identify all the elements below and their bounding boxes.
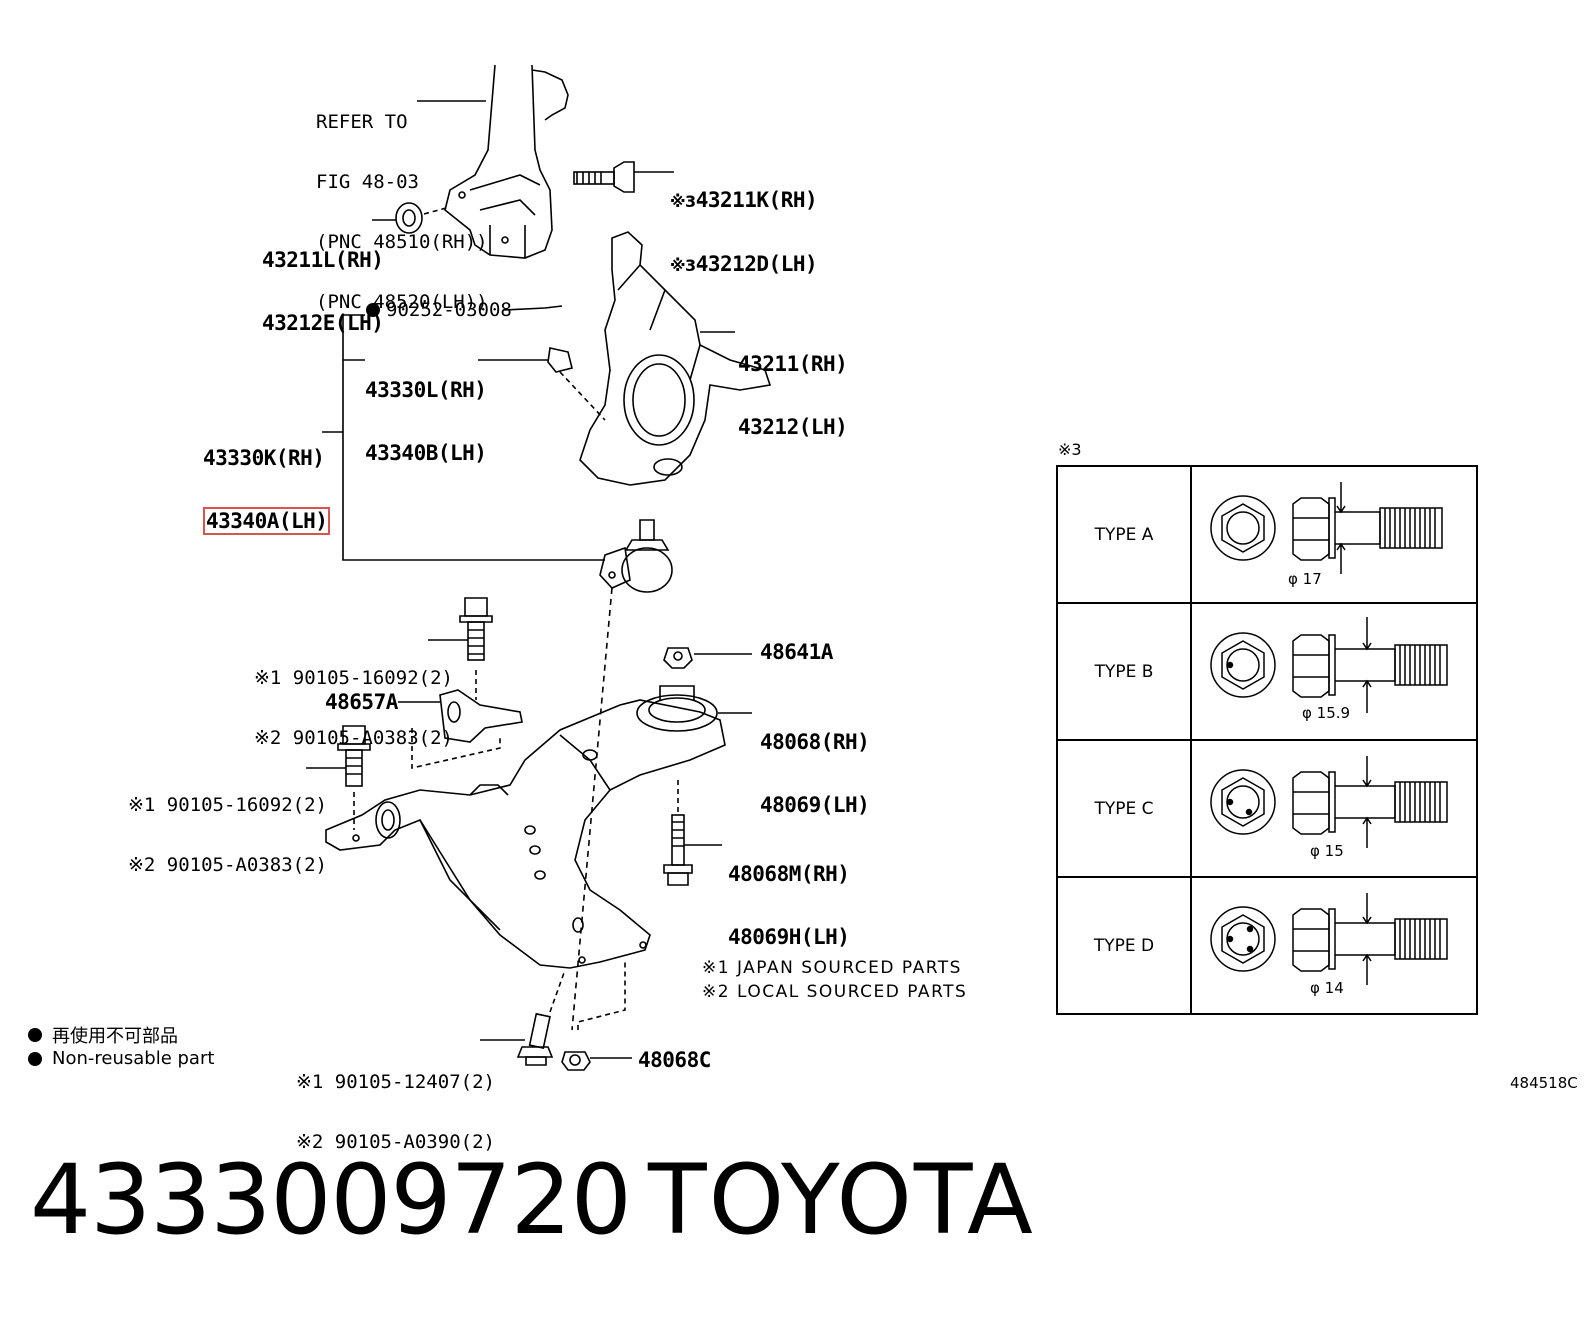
callout-cam-bolt[interactable]: ※343211K(RH) ※343212D(LH) bbox=[670, 188, 818, 276]
refer-note: REFER TO FIG 48-03 (PNC 48510(RH)) (PNC … bbox=[316, 72, 488, 332]
callout-cover[interactable]: 43330L(RH) 43340B(LH) bbox=[365, 338, 487, 485]
flange-bolt-drawing-1 bbox=[428, 597, 493, 700]
nonreusable-dot-icon bbox=[28, 1051, 42, 1066]
cam-bolt-drawing bbox=[573, 161, 674, 193]
part-90105-a0390[interactable]: ※2 90105-A0390(2) bbox=[296, 1131, 495, 1153]
refer-line-2: FIG 48-03 bbox=[316, 171, 419, 193]
part-48068[interactable]: 48068(RH) bbox=[760, 730, 870, 754]
callout-long-bolt[interactable]: 48068M(RH) 48069H(LH) bbox=[728, 822, 850, 969]
bushing-drawing bbox=[372, 202, 451, 234]
part-43330l[interactable]: 43330L(RH) bbox=[365, 378, 487, 402]
part-90252-03008[interactable]: 90252-03008 bbox=[386, 299, 512, 321]
part-48068c[interactable]: 48068C bbox=[638, 1048, 711, 1072]
nonreusable-dot-icon bbox=[366, 303, 380, 317]
refer-line-1: REFER TO bbox=[316, 111, 408, 133]
part-43212[interactable]: 43212(LH) bbox=[738, 415, 848, 439]
type-row: TYPE C φ 15 bbox=[1056, 739, 1478, 878]
part-43340b[interactable]: 43340B(LH) bbox=[365, 441, 487, 465]
bolt-type-a-icon bbox=[1210, 482, 1443, 574]
part-43211l[interactable]: 43211L(RH) bbox=[262, 248, 384, 272]
type-row: TYPE D φ 14 bbox=[1056, 876, 1478, 1015]
callout-bushing[interactable]: 43211L(RH) 43212E(LH) bbox=[262, 208, 384, 355]
bolt-type-d-icon bbox=[1210, 893, 1448, 985]
leader-90252 bbox=[502, 305, 563, 311]
type-b-diameter: φ 15.9 bbox=[1302, 704, 1351, 722]
type-d-diameter: φ 14 bbox=[1310, 979, 1344, 997]
rear-bushing-drawing bbox=[636, 685, 752, 732]
type-row: TYPE A φ 17 bbox=[1056, 465, 1478, 604]
legend-jp-text: 再使用不可部品 bbox=[52, 1026, 178, 1047]
type-a-label: TYPE A bbox=[1056, 465, 1192, 604]
ball-joint-drawing bbox=[599, 519, 673, 593]
type-c-label: TYPE C bbox=[1056, 739, 1192, 878]
bolt-types-table: TYPE A φ 17 TYPE B bbox=[1056, 465, 1478, 1015]
part-number-title: 4333009720 bbox=[30, 1144, 632, 1256]
note-japan-sourced: ※1 JAPAN SOURCED PARTS bbox=[702, 958, 962, 978]
strut-bracket bbox=[444, 64, 569, 259]
lower-control-arm-drawing bbox=[325, 699, 726, 969]
legend-en-text: Non-reusable part bbox=[52, 1048, 215, 1069]
refer-line-4: (PNC 48520(LH)) bbox=[316, 291, 488, 313]
legend-en: Non-reusable part bbox=[28, 1048, 214, 1069]
nut-48641a-drawing bbox=[663, 647, 752, 669]
part-48068m[interactable]: 48068M(RH) bbox=[728, 862, 850, 886]
part-43211k[interactable]: 43211K(RH) bbox=[695, 188, 818, 212]
type-d-label: TYPE D bbox=[1056, 876, 1192, 1015]
callout-ball-joint[interactable]: 43330K(RH) 43340A(LH) bbox=[203, 406, 331, 553]
part-48069h[interactable]: 48069H(LH) bbox=[728, 925, 850, 949]
part-43340a-highlighted[interactable]: 43340A(LH) bbox=[203, 507, 331, 535]
part-90105-16092-b[interactable]: ※1 90105-16092(2) bbox=[128, 794, 327, 816]
flange-bolt-drawing-2 bbox=[306, 725, 371, 830]
bolt-type-c-icon bbox=[1210, 756, 1448, 848]
refer-line-3: (PNC 48510(RH)) bbox=[316, 231, 488, 253]
nonreusable-dot-icon bbox=[28, 1028, 42, 1042]
type-a-diameter: φ 17 bbox=[1288, 570, 1322, 588]
part-48657a[interactable]: 48657A bbox=[325, 690, 398, 714]
callout-bolt-group-1[interactable]: ※1 90105-16092(2) ※2 90105-A0383(2) bbox=[254, 628, 453, 768]
part-90105-16092-a[interactable]: ※1 90105-16092(2) bbox=[254, 667, 453, 689]
part-48641a[interactable]: 48641A bbox=[760, 640, 833, 664]
brand-title: TOYOTA bbox=[648, 1144, 1035, 1256]
part-48069[interactable]: 48069(LH) bbox=[760, 793, 870, 817]
callout-nonreusable-nut[interactable]: 90252-03008 bbox=[366, 300, 512, 320]
type-c-diameter: φ 15 bbox=[1310, 842, 1344, 860]
part-43211[interactable]: 43211(RH) bbox=[738, 352, 848, 376]
part-90105-a0383-a[interactable]: ※2 90105-A0383(2) bbox=[254, 727, 453, 749]
long-bolt-drawing bbox=[663, 780, 722, 886]
nut-48068c-drawing bbox=[561, 962, 632, 1071]
type-d-figure: φ 14 bbox=[1190, 876, 1478, 1015]
bottom-bolt-drawing bbox=[480, 969, 566, 1066]
part-43212e[interactable]: 43212E(LH) bbox=[262, 311, 384, 335]
part-90105-12407[interactable]: ※1 90105-12407(2) bbox=[296, 1071, 495, 1093]
type-b-label: TYPE B bbox=[1056, 602, 1192, 741]
part-43212d[interactable]: 43212D(LH) bbox=[695, 252, 818, 276]
legend-jp: 再使用不可部品 bbox=[28, 1022, 178, 1048]
type-b-figure: φ 15.9 bbox=[1190, 602, 1478, 741]
type-a-figure: φ 17 bbox=[1190, 465, 1478, 604]
bolt-type-b-icon bbox=[1210, 617, 1448, 713]
callout-bolt-group-3[interactable]: ※1 90105-12407(2) ※2 90105-A0390(2) bbox=[296, 1032, 495, 1172]
rear-bracket-drawing bbox=[398, 689, 523, 770]
type-c-figure: φ 15 bbox=[1190, 739, 1478, 878]
callout-knuckle[interactable]: 43211(RH) 43212(LH) bbox=[738, 312, 848, 459]
part-90105-a0383-b[interactable]: ※2 90105-A0383(2) bbox=[128, 854, 327, 876]
part-43330k[interactable]: 43330K(RH) bbox=[203, 446, 325, 470]
group-bracket-line bbox=[342, 315, 605, 561]
steering-knuckle-drawing bbox=[579, 231, 772, 486]
type-row: TYPE B φ 15.9 bbox=[1056, 602, 1478, 741]
ball-joint-cover-drawing bbox=[478, 347, 606, 421]
note-local-sourced: ※2 LOCAL SOURCED PARTS bbox=[702, 982, 968, 1002]
types-table-mark: ※3 bbox=[1058, 440, 1082, 459]
figure-code: 484518C bbox=[1510, 1074, 1578, 1092]
callout-bolt-group-2[interactable]: ※1 90105-16092(2) ※2 90105-A0383(2) bbox=[128, 755, 327, 895]
callout-rear-bushing[interactable]: 48068(RH) 48069(LH) bbox=[760, 690, 870, 837]
